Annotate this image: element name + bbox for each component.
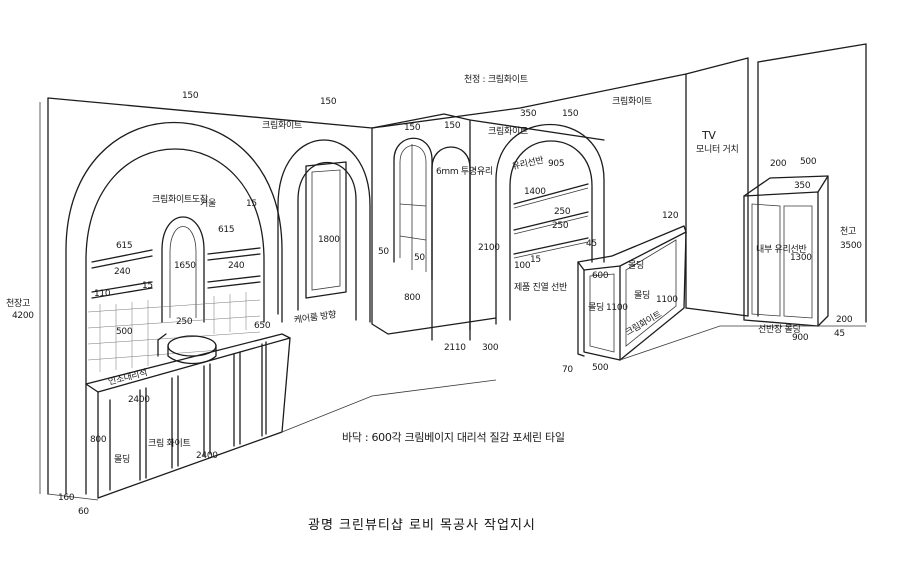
dim-500-cab: 500	[800, 157, 817, 167]
dim-615-right: 615	[218, 225, 235, 235]
ceiling-line-right	[757, 43, 867, 63]
ceiling-line-left	[47, 97, 373, 129]
display-shelf-3	[513, 237, 589, 255]
ceiling-note-left: 크림화이트	[262, 121, 302, 131]
dim-15-left: 15	[142, 281, 153, 291]
dim-70: 70	[562, 365, 573, 375]
dim-1300: 1300	[790, 253, 812, 263]
product-display-label: 제품 진열 선반	[514, 283, 568, 293]
tv-sub-label: 모니터 거치	[696, 145, 739, 155]
dim-250-shelf2: 250	[552, 221, 569, 231]
dim-50-a: 50	[378, 247, 389, 257]
mirror-frame	[161, 216, 205, 323]
floor-note: 바닥 : 600각 크림베이지 대리석 질감 포세린 타일	[342, 431, 565, 444]
dim-120: 120	[662, 211, 679, 221]
dim-45: 45	[586, 239, 597, 249]
vanity-body	[97, 337, 291, 499]
ceiling-line-mid	[371, 57, 749, 129]
dim-500-vanity: 500	[116, 327, 133, 337]
dim-45-base: 45	[834, 329, 845, 339]
mirror-paint-label: 크림화이트도장	[152, 195, 208, 205]
sink-basin	[167, 335, 217, 357]
dim-100: 100	[514, 261, 531, 271]
counter-side-label: 몰딩	[628, 261, 644, 271]
ceiling-height-label: 천고	[840, 227, 856, 237]
counter-front	[583, 265, 621, 361]
ceiling-height-value: 3500	[840, 241, 862, 251]
dim-350-top: 350	[520, 109, 537, 119]
dim-150-win1: 150	[404, 123, 421, 133]
dim-150-win2: 150	[444, 121, 461, 131]
drawing-title: 광명 크린뷰티샵 로비 목공사 작업지시	[308, 518, 536, 533]
wall-height-value: 4200	[12, 311, 34, 321]
dim-50-b: 50	[414, 253, 425, 263]
dim-500-counter: 500	[592, 363, 609, 373]
dim-800-window: 800	[404, 293, 421, 303]
dim-650: 650	[254, 321, 271, 331]
window-glass-label: 6mm 투명유리	[436, 167, 493, 177]
display-arch	[495, 123, 605, 325]
dim-1650: 1650	[174, 261, 196, 271]
cabinet-molding-label: 몰딩	[114, 455, 130, 465]
cabinet-base-label: 선반장 몰딩	[758, 325, 801, 335]
dim-160: 160	[58, 493, 75, 503]
dim-150-door: 150	[320, 97, 337, 107]
dim-150-arch: 150	[562, 109, 579, 119]
dim-1100-a: 1100	[606, 303, 628, 313]
dim-2400-bottom: 2400	[196, 451, 218, 461]
dim-250-shelf1: 250	[554, 207, 571, 217]
dim-615-left: 615	[116, 241, 133, 251]
tile-backsplash	[87, 292, 261, 372]
dim-240-right: 240	[228, 261, 245, 271]
ceiling-note-top: 천정 : 크림화이트	[464, 75, 528, 85]
dim-905: 905	[548, 159, 565, 169]
dim-2110: 2110	[444, 343, 466, 353]
cabinet-color-label: 크림 화이트	[148, 439, 191, 449]
dim-250-mirror: 250	[176, 317, 193, 327]
display-shelf-2	[513, 211, 589, 231]
tall-cabinet-label: 내부 유리선반	[756, 245, 807, 255]
dim-200-b: 200	[770, 159, 787, 169]
display-shelf-1	[513, 183, 589, 205]
wall-note-right: 크림화이트	[612, 97, 652, 107]
door-arch	[277, 139, 371, 323]
dim-350-cab: 350	[794, 181, 811, 191]
left-arch-outer	[65, 121, 283, 495]
window-frame	[393, 137, 433, 281]
door	[305, 161, 347, 299]
dim-1800: 1800	[318, 235, 340, 245]
dim-1100-b: 1100	[656, 295, 678, 305]
left-arch-inner	[85, 148, 265, 495]
dim-900: 900	[792, 333, 809, 343]
dim-300: 300	[482, 343, 499, 353]
dim-60: 60	[78, 507, 89, 517]
dim-800-vanity: 800	[90, 435, 107, 445]
dim-15-right: 15	[246, 199, 257, 209]
dim-110: 110	[94, 289, 111, 299]
partition-front	[371, 127, 497, 335]
wall-height-label: 천장고	[6, 299, 30, 309]
dim-600: 600	[592, 271, 609, 281]
wall-note-mid: 크림화이트	[488, 127, 528, 137]
dim-2400-top: 2400	[128, 395, 150, 405]
dim-1400: 1400	[524, 187, 546, 197]
dim-15-shelf: 15	[530, 255, 541, 265]
faucet	[157, 333, 167, 357]
counter-front2-label: 몰딩	[634, 291, 650, 301]
dim-200: 200	[836, 315, 853, 325]
dim-150-top: 150	[182, 91, 199, 101]
dim-2100: 2100	[478, 243, 500, 253]
tv-label: TV	[702, 129, 716, 142]
dim-240-left: 240	[114, 267, 131, 277]
mirror-label: 거울	[200, 199, 216, 209]
counter-front-label: 몰딩	[588, 303, 604, 313]
